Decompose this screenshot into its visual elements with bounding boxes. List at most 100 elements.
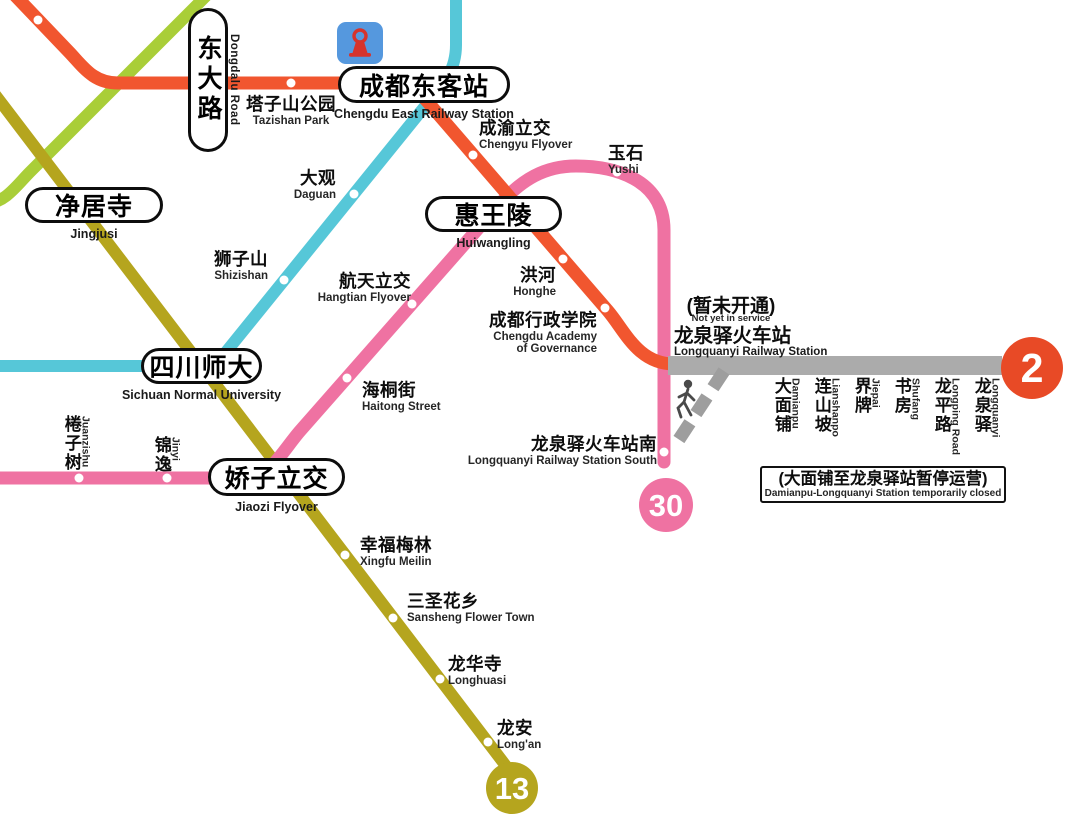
station-name-zh: 龙安	[497, 718, 533, 738]
closure-notice-box: (大面铺至龙泉驿站暂停运营) Damianpu-Longquanyi Stati…	[760, 466, 1006, 503]
interchange-huiwangling: 惠王陵	[425, 196, 562, 232]
closure-notice-en: Damianpu-Longquanyi Station temporarily …	[764, 488, 1002, 500]
station-name-zh: 幸福梅林	[360, 535, 432, 555]
line-2-badge-label: 2	[1021, 345, 1044, 391]
walk-transfer-path	[668, 367, 730, 451]
closure-notice-zh: (大面铺至龙泉驿站暂停运营)	[778, 469, 988, 488]
interchange-name-zh: 净居寺	[54, 193, 133, 221]
station-longquanyi-railway-station: 龙泉驿火车站 Longquanyi Railway Station	[674, 326, 827, 359]
station-name-zh: 界牌	[851, 377, 871, 415]
station-name-en: Longhuasi	[448, 674, 507, 687]
station-name-zh: 成都行政学院	[489, 310, 597, 330]
station-name-en: Juanzishu	[79, 416, 92, 468]
station-name-zh: 玉石	[608, 143, 644, 163]
station-name-en: Longquanyi Railway Station	[674, 346, 828, 359]
interchange-jiaozi-flyover: 娇子立交	[208, 458, 345, 496]
interchange-name-en-jingjusi: Jingjusi	[70, 227, 118, 241]
interchange-jingjusi: 净居寺	[25, 187, 163, 223]
line-13-badge-label: 13	[495, 771, 529, 806]
interchange-name-en-huiwangling: Huiwangling	[456, 236, 531, 250]
interchange-dongdalu: 东大路	[188, 8, 228, 152]
station-name-zh: 航天立交	[339, 271, 411, 291]
interchange-name-zh: 四川师大	[149, 354, 254, 382]
station-dots	[33, 15, 669, 747]
station-name-en: Shufang	[909, 378, 922, 420]
closed-segment-grey	[668, 356, 1002, 375]
interchange-name-zh: 娇子立交	[224, 465, 329, 493]
station-name-zh: 锦逸	[151, 436, 171, 474]
station-name-en: Long'an	[497, 738, 542, 751]
interchange-name-en-chengdu-east-railway-station: Chengdu East Railway Station	[334, 107, 514, 121]
interchange-chengdu-east-railway-station: 成都东客站	[338, 66, 510, 103]
interchange-name-zh: 成都东客站	[358, 72, 489, 101]
station-name-zh: 龙平路	[931, 377, 951, 434]
china-railway-logo-icon	[337, 22, 383, 64]
station-name-zh: 书房	[891, 377, 911, 415]
station-name-en: Damianpu	[789, 378, 802, 429]
station-name-zh: 连山坡	[811, 377, 831, 434]
pedestrian-icon	[676, 379, 696, 419]
station-name-zh: 三圣花乡	[407, 591, 479, 611]
station-name-en: Daguan	[293, 188, 336, 201]
interchange-name-zh: 东大路	[194, 35, 222, 125]
station-name-zh: 龙华寺	[448, 654, 502, 674]
station-name-en: Honghe	[513, 285, 556, 298]
station-name-zh: 海桐街	[362, 380, 416, 400]
line-30-badge: 30	[639, 478, 693, 532]
line-30-badge-label: 30	[649, 488, 683, 523]
station-name-zh: 龙泉驿	[971, 377, 991, 434]
line-13-badge: 13	[486, 762, 538, 814]
station-name-en: Yushi	[608, 163, 639, 176]
station-name-en: Lianshanpo	[829, 378, 842, 437]
not-in-service-zh: (暂未开通)	[686, 296, 776, 317]
not-in-service-en: Not yet in service	[691, 313, 771, 324]
station-name-en: Jiepai	[869, 378, 882, 408]
station-name-zh: 大面铺	[771, 377, 791, 434]
station-name-zh: 成渝立交	[479, 118, 551, 138]
station-name-en: Longping Road	[949, 378, 962, 455]
station-name-en: Chengyu Flyover	[479, 138, 573, 151]
green-line	[0, 0, 211, 207]
interchange-sichuan-normal-university: 四川师大	[141, 348, 262, 384]
station-name-en: Chengdu Academy	[493, 330, 597, 343]
station-name-zh: 塔子山公园	[246, 94, 336, 114]
station-name-en: Sansheng Flower Town	[407, 611, 535, 624]
station-name-en: Tazishan Park	[252, 114, 330, 127]
line-2-badge: 2	[1001, 337, 1063, 399]
interchange-name-en-jiaozi-flyover: Jiaozi Flyover	[235, 500, 318, 514]
station-name-zh: 洪河	[520, 265, 556, 285]
station-name-zh: 龙泉驿火车站南	[531, 434, 657, 454]
interchange-name-en-dongdalu: Dongdalu Road	[228, 34, 240, 126]
station-name-en: Longquanyi	[989, 378, 1002, 438]
station-name-zh: 大观	[300, 168, 336, 188]
station-name-en: Jinyi	[169, 437, 182, 461]
station-name-en: Hangtian Flyover	[317, 291, 411, 304]
station-name-zh: 狮子山	[214, 249, 268, 269]
station-name-en-line2: of Governance	[516, 343, 597, 356]
interchange-name-zh: 惠王陵	[454, 202, 533, 230]
station-name-en: Xingfu Meilin	[360, 555, 432, 568]
not-in-service-note: (暂未开通) Not yet in service	[687, 297, 776, 324]
station-name-en: Haitong Street	[362, 400, 441, 413]
